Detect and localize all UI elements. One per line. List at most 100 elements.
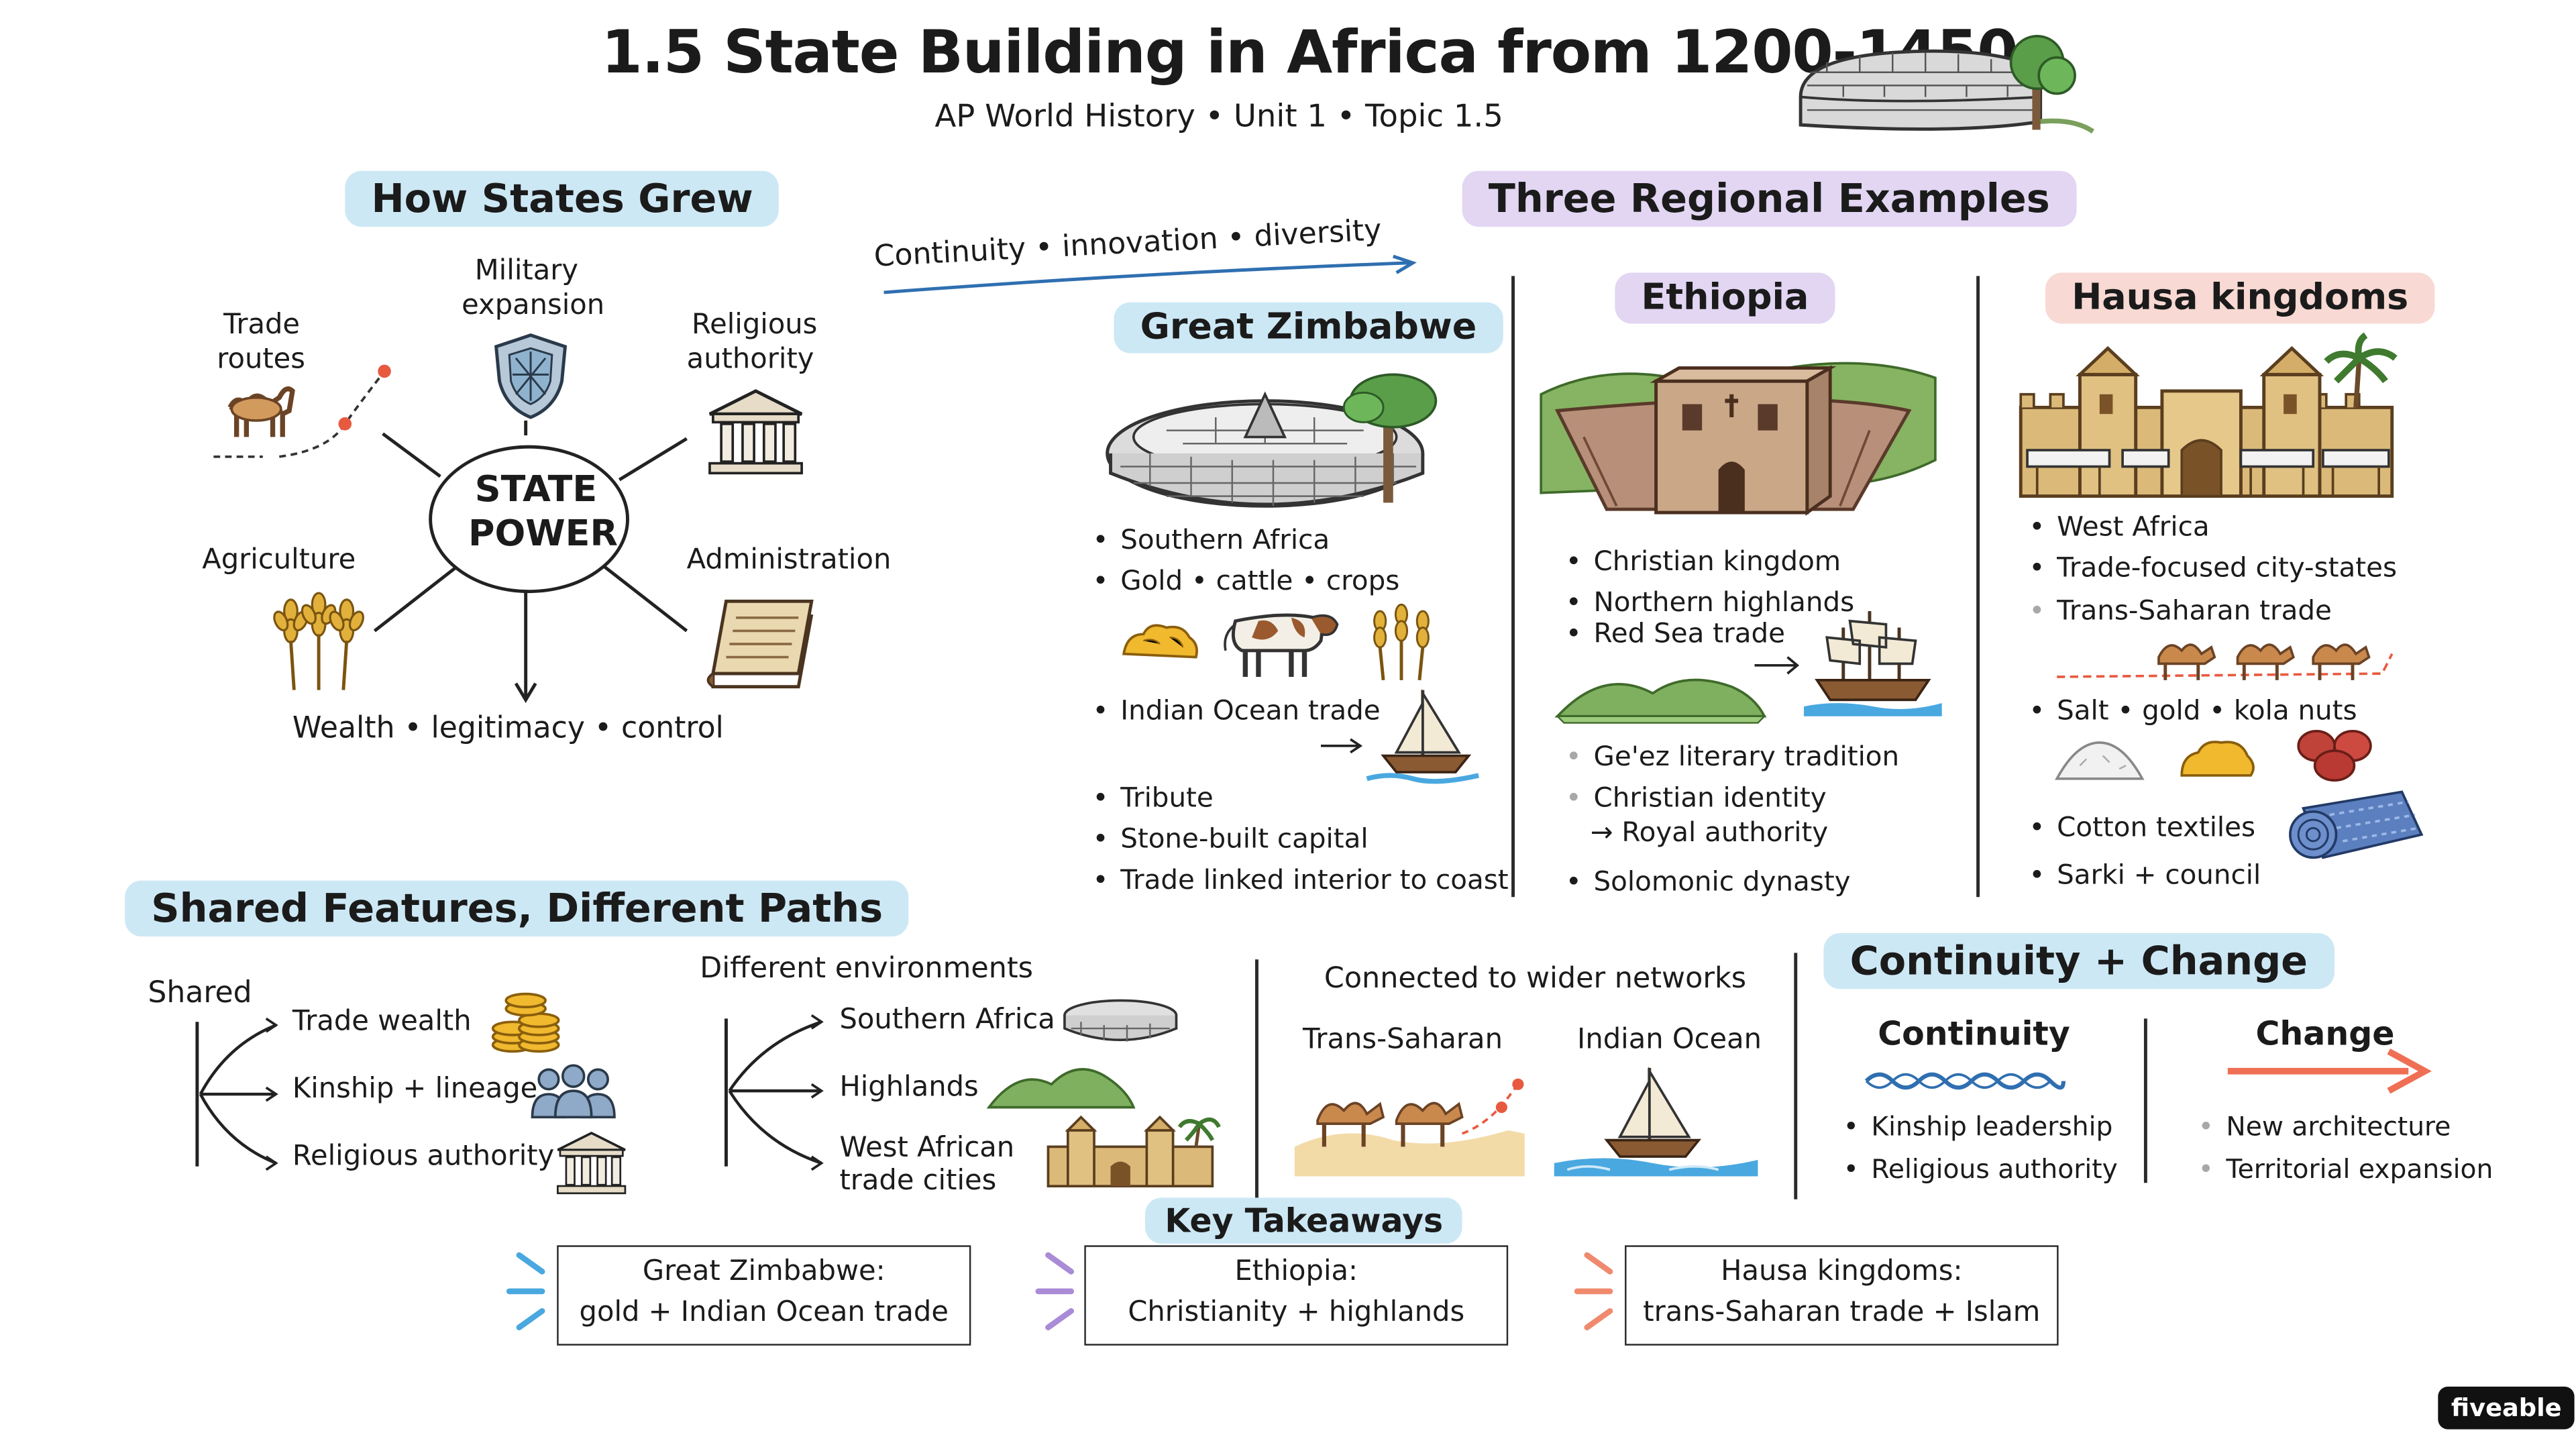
how-states-grew-heading: How States Grew <box>345 170 780 227</box>
takeaway-card: Ethiopia: Christianity + highlands <box>1084 1245 1509 1346</box>
wave-icon <box>1864 1072 2066 1090</box>
factor-trade-1: Trade <box>223 309 301 342</box>
hills-icon <box>1554 678 1767 724</box>
great-zimbabwe-enclosure-icon <box>1106 373 1438 508</box>
ethiopia-bullets-culture: Ge'ez literary tradition Christian ident… <box>1566 736 1899 816</box>
outcome-text: Wealth • legitimacy • control <box>292 711 724 746</box>
factor-religious-1: Religious <box>692 309 818 342</box>
takeaway-line1: Ethiopia: <box>1234 1255 1358 1289</box>
hausa-bullet-textiles: Cotton textiles <box>2029 806 2256 847</box>
list-item: West Africa <box>2029 506 2398 547</box>
hausa-title: Hausa kingdoms <box>2045 272 2435 324</box>
change-label: Change <box>2255 1014 2395 1053</box>
regional-heading: Three Regional Examples <box>1462 170 2076 227</box>
camel-caravan-icon <box>2057 643 2394 680</box>
takeaway-card: Great Zimbabwe: gold + Indian Ocean trad… <box>557 1245 971 1346</box>
ethiopia-bullets-top: Christian kingdom Northern highlands Red… <box>1566 541 1854 647</box>
accent-marks-icon <box>1574 1252 1613 1331</box>
continuity-label: Continuity <box>1878 1014 2070 1053</box>
takeaway-line1: Hausa kingdoms: <box>1721 1255 1963 1289</box>
takeaway-line2: trans-Saharan trade + Islam <box>1643 1296 2041 1330</box>
takeaway-card: Hausa kingdoms: trans-Saharan trade + Is… <box>1625 1245 2059 1346</box>
networks-label: Connected to wider networks <box>1324 963 1747 996</box>
page-subtitle: AP World History • Unit 1 • Topic 1.5 <box>934 98 1503 135</box>
divider <box>1255 959 1258 1203</box>
great-zimbabwe-title: Great Zimbabwe <box>1114 302 1503 354</box>
list-item: Southern Africa <box>1093 519 1400 560</box>
dhow-icon <box>1320 688 1479 784</box>
cloth-roll-icon <box>2289 790 2424 859</box>
salt-pile-icon <box>2055 741 2145 780</box>
stone-enclosure-icon <box>1063 999 1178 1042</box>
dhow-icon <box>1554 1067 1758 1177</box>
list-item: Religious authority <box>1843 1148 2118 1191</box>
list-item: Kinship leadership <box>1843 1106 2118 1148</box>
walled-city-icon <box>1046 1115 1221 1188</box>
shared-label: Shared <box>148 975 252 1011</box>
ethiopia-identity-arrow: → Royal authority <box>1590 816 1829 848</box>
continuity-items: Kinship leadership Religious authority <box>1843 1106 2118 1191</box>
list-item: Indian Ocean trade <box>1093 690 1381 731</box>
people-icon <box>531 1064 616 1119</box>
ethiopia-bullet-dynasty: Solomonic dynasty <box>1566 861 1851 902</box>
list-item: Northern highlands <box>1566 583 1854 623</box>
factor-military-1: Military <box>474 254 579 288</box>
list-item: Trans-Saharan trade <box>2029 590 2398 631</box>
wheat-icon <box>1373 603 1430 681</box>
shield-icon <box>494 333 568 419</box>
list-item: Christian identity <box>1566 780 1899 816</box>
shared-item: Kinship + lineage <box>292 1073 538 1106</box>
stone-enclosure-icon <box>1799 35 2095 134</box>
network-item: Indian Ocean <box>1577 1023 1762 1057</box>
list-item: Salt • gold • kola nuts <box>2029 690 2357 731</box>
network-item: Trans-Saharan <box>1303 1023 1503 1057</box>
list-item: Trade linked interior to coast <box>1093 859 1509 900</box>
great-zimbabwe-bullets-bottom: Tribute Stone-built capital Trade linked… <box>1093 777 1509 900</box>
temple-icon <box>557 1131 627 1195</box>
list-item: Cotton textiles <box>2029 806 2256 847</box>
environments-label: Different environments <box>700 953 1033 986</box>
list-item: Trade-focused city-states <box>2029 547 2398 588</box>
wheat-icon <box>273 592 364 690</box>
camel-caravan-icon <box>1294 1078 1525 1177</box>
rock-church-icon <box>1540 362 1937 516</box>
state-power-spokes <box>373 420 688 704</box>
kola-nuts-icon <box>2297 729 2372 782</box>
camel-icon <box>213 364 391 458</box>
takeaway-line1: Great Zimbabwe: <box>642 1255 885 1289</box>
continuity-change-heading: Continuity + Change <box>1823 933 2334 989</box>
list-item: Solomonic dynasty <box>1566 861 1851 902</box>
brand-logo: fiveable <box>2438 1386 2575 1430</box>
book-icon <box>706 599 814 689</box>
environment-item: Southern Africa <box>839 1004 1055 1037</box>
list-item: Christian kingdom <box>1566 541 1854 582</box>
takeaway-line2: Christianity + highlands <box>1128 1296 1465 1330</box>
hausa-bullet-council: Sarki + council <box>2029 854 2261 895</box>
list-item: Gold • cattle • crops <box>1093 560 1400 601</box>
shared-branches <box>195 1017 278 1171</box>
list-item: New architecture <box>2198 1106 2493 1148</box>
factor-religious-2: authority <box>686 343 814 376</box>
shared-heading: Shared Features, Different Paths <box>125 880 910 936</box>
list-item: Red Sea trade <box>1566 620 1854 647</box>
state-power-oval <box>429 445 629 594</box>
accent-marks-icon <box>1035 1252 1075 1331</box>
walled-city-icon <box>2019 332 2398 498</box>
shared-item: Religious authority <box>292 1140 555 1173</box>
change-items: New architecture Territorial expansion <box>2198 1106 2493 1191</box>
factor-administration: Administration <box>686 543 892 577</box>
state-power-line2: POWER <box>468 514 618 555</box>
great-zimbabwe-bullets-top: Southern Africa Gold • cattle • crops <box>1093 519 1400 601</box>
page-title: 1.5 State Building in Africa from 1200-1… <box>601 19 2018 87</box>
divider <box>2143 1018 2147 1183</box>
list-item: Sarki + council <box>2029 854 2261 895</box>
list-item: Stone-built capital <box>1093 818 1509 859</box>
takeaway-line2: gold + Indian Ocean trade <box>579 1296 949 1330</box>
ethiopia-title: Ethiopia <box>1615 272 1835 324</box>
great-zimbabwe-trade: Indian Ocean trade <box>1093 690 1381 731</box>
hausa-bullet-goods: Salt • gold • kola nuts <box>2029 690 2357 731</box>
gold-nuggets-icon <box>2180 741 2255 777</box>
shared-item: Trade wealth <box>292 1005 472 1038</box>
factor-military-2: expansion <box>462 289 605 323</box>
accent-marks-icon <box>506 1252 545 1331</box>
